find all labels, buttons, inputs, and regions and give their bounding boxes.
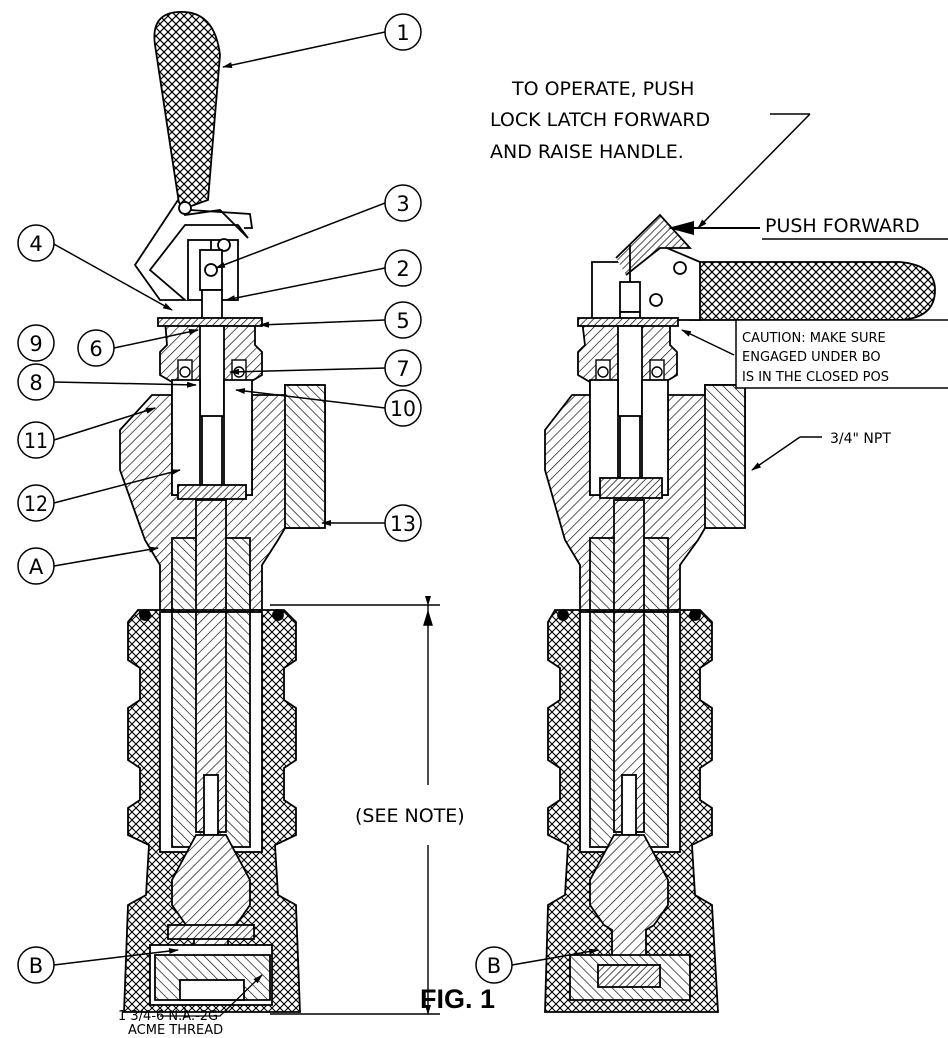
left-valve-section — [119, 11, 326, 1013]
callout-10: 10 — [390, 397, 416, 421]
callout-7: 7 — [396, 357, 409, 381]
instruction-line-3: AND RAISE HANDLE. — [490, 141, 684, 163]
callouts — [17, 13, 599, 984]
annotations: TO OPERATE, PUSH LOCK LATCH FORWARD AND … — [118, 78, 920, 1038]
caution-box — [735, 319, 948, 389]
callout-4: 4 — [29, 232, 42, 256]
caution-line-1: CAUTION: MAKE SURE — [742, 331, 886, 346]
callout-b-left: B — [29, 954, 43, 978]
callout-a: A — [29, 555, 44, 579]
caution-line-2: ENGAGED UNDER BO — [742, 350, 881, 365]
caution-line-3: IS IN THE CLOSED POS — [742, 370, 889, 385]
callout-6: 6 — [89, 337, 102, 361]
figure-label: FIG. 1 — [420, 984, 495, 1014]
valve-disc — [177, 484, 247, 500]
handle-grip — [153, 11, 221, 212]
see-note-label: (SEE NOTE) — [355, 805, 465, 827]
callout-3: 3 — [396, 192, 409, 216]
callout-2: 2 — [396, 257, 409, 281]
instruction-leader — [697, 113, 811, 229]
right-valve-section — [544, 213, 936, 1013]
callout-1: 1 — [396, 21, 409, 45]
dimension-line — [270, 596, 440, 1015]
callout-8: 8 — [29, 371, 42, 395]
callout-5: 5 — [396, 309, 409, 333]
handle-grip-right — [689, 261, 936, 321]
callout-numbers: 1 2 3 4 5 6 7 8 9 10 11 12 13 A B B — [24, 21, 501, 978]
instruction-line-2: LOCK LATCH FORWARD — [490, 109, 710, 131]
push-forward-label: PUSH FORWARD — [765, 215, 920, 237]
npt-label: 3/4" NPT — [830, 431, 891, 447]
callout-12: 12 — [24, 492, 48, 516]
callout-9: 9 — [29, 332, 42, 356]
instruction-line-1: TO OPERATE, PUSH — [511, 78, 694, 100]
thread-line-1: 1 3/4-6 N.A.-2G — [118, 1009, 218, 1024]
callout-13: 13 — [390, 512, 416, 536]
callout-b-right: B — [487, 954, 501, 978]
callout-11: 11 — [24, 429, 48, 453]
thread-line-2: ACME THREAD — [128, 1023, 223, 1038]
